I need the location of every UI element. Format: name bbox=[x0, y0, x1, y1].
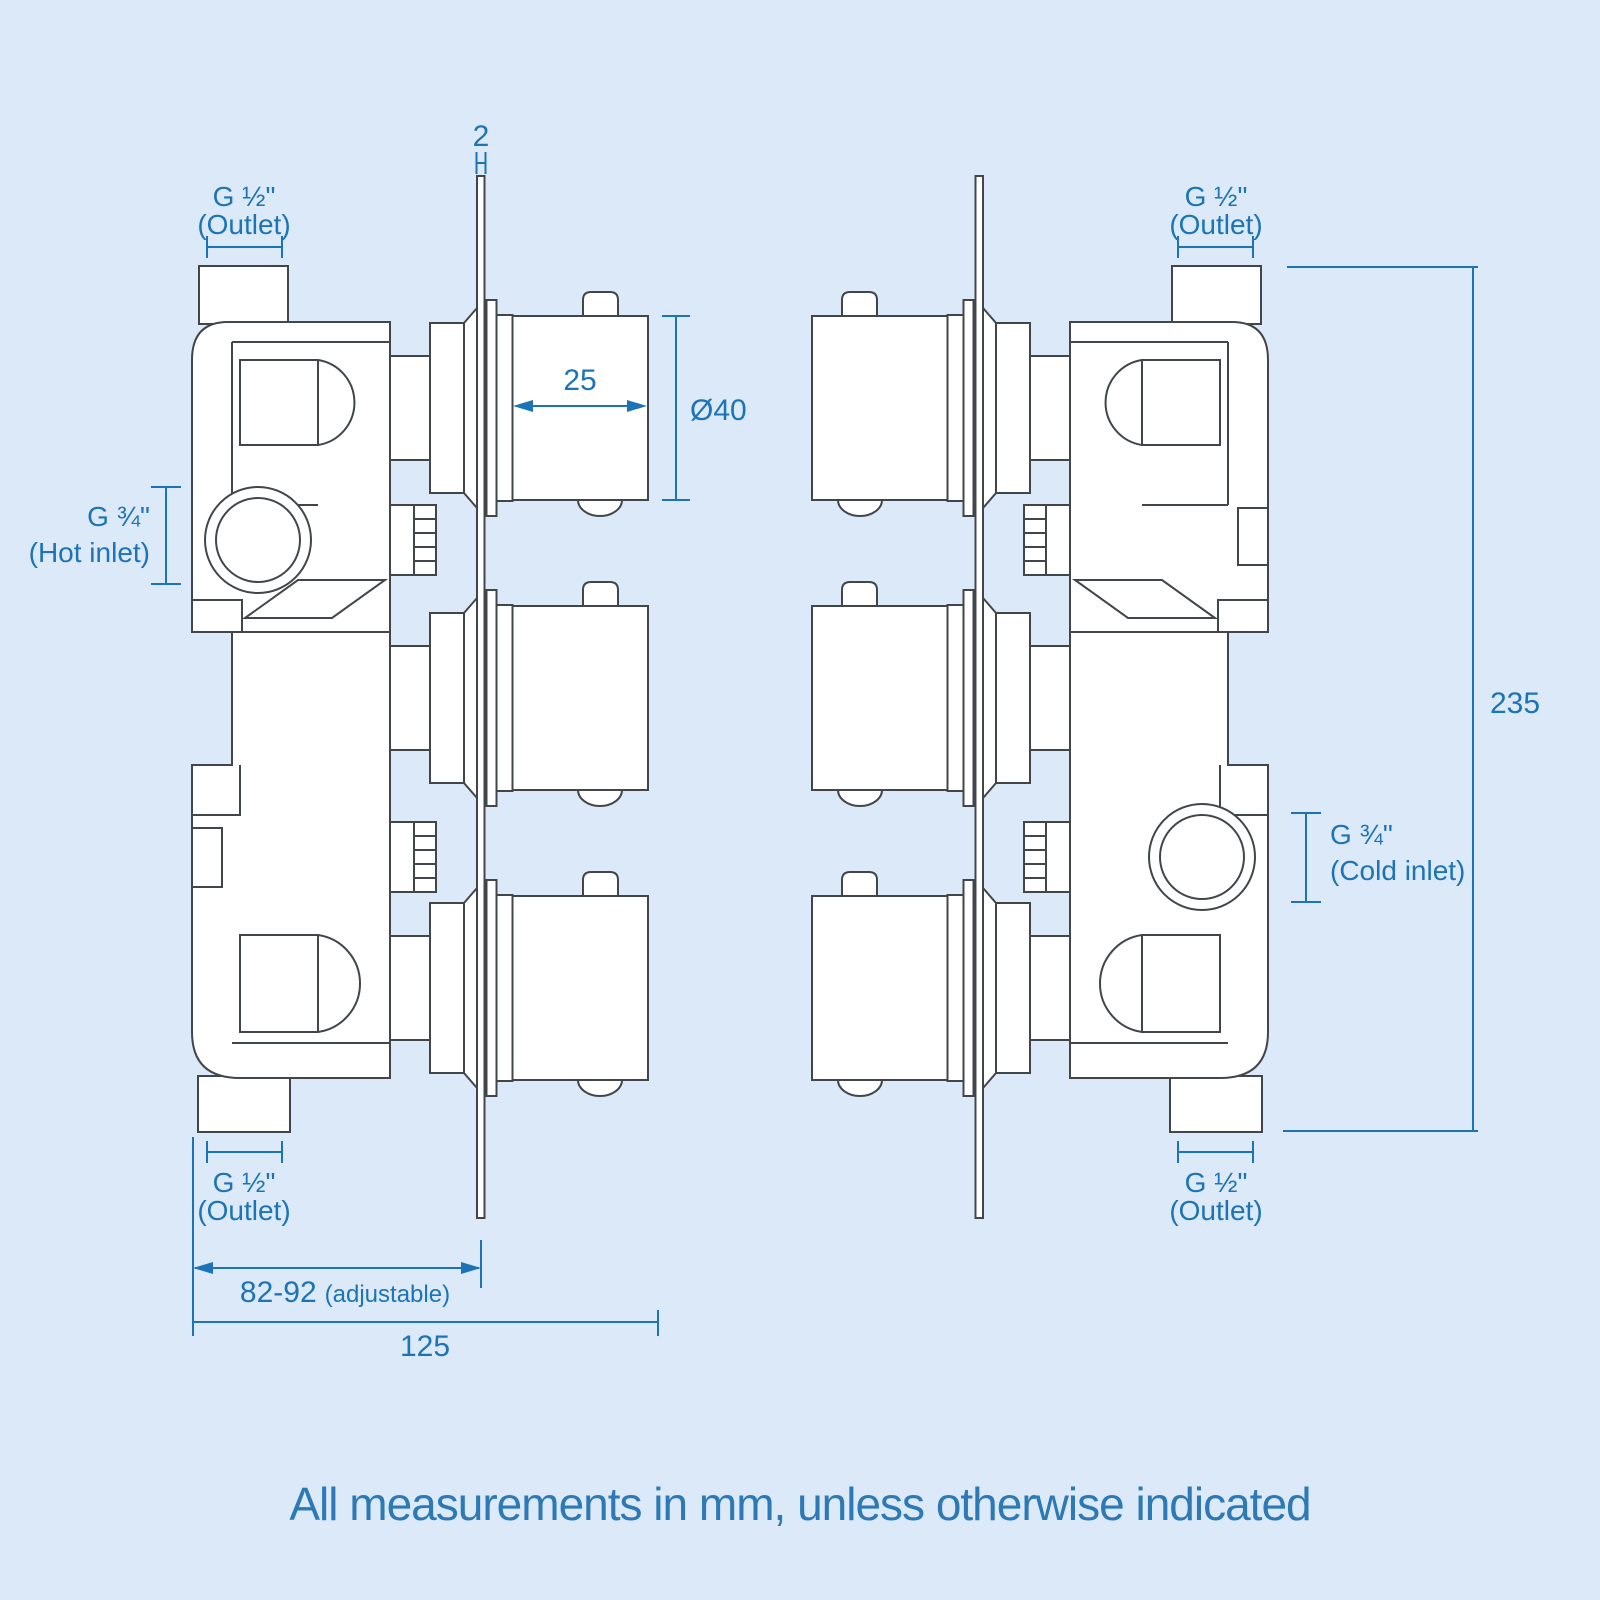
arrow-left-icon bbox=[513, 400, 533, 412]
dimension-cold-inlet: G ¾" (Cold inlet) bbox=[1291, 812, 1465, 903]
hot-inlet-dim-line bbox=[151, 486, 181, 585]
outlet-name-label: (Outlet) bbox=[1169, 1195, 1262, 1226]
cold-inlet-size-label: G ¾" bbox=[1330, 819, 1393, 850]
dimension-plate-thickness: 2 bbox=[473, 120, 490, 174]
overall-height-lines bbox=[1283, 266, 1478, 1132]
outlet-name-label: (Outlet) bbox=[1169, 209, 1262, 240]
overall-height-label: 235 bbox=[1490, 687, 1540, 720]
outlet-size-label: G ½" bbox=[1185, 1167, 1248, 1198]
dimension-wall-depth: 82-92 (adjustable) bbox=[192, 1137, 482, 1335]
outlet-dim-line bbox=[1177, 1141, 1254, 1163]
dimension-outlet-bottom-right: G ½" (Outlet) bbox=[1169, 1141, 1263, 1226]
hot-inlet-name-label: (Hot inlet) bbox=[29, 537, 150, 568]
dimension-knob-width: 25 bbox=[513, 364, 647, 412]
arrow-left-icon bbox=[193, 1262, 213, 1274]
outlet-dim-line bbox=[206, 1141, 283, 1163]
dimension-outlet-bottom-left: G ½" (Outlet) bbox=[197, 1141, 291, 1226]
knob-diameter-line bbox=[662, 315, 690, 501]
arrow-right-icon bbox=[461, 1262, 481, 1274]
cold-inlet-boss-inner bbox=[1159, 814, 1245, 900]
inlet-port-block bbox=[1237, 507, 1269, 566]
dimension-outlet-top-right: G ½" (Outlet) bbox=[1169, 181, 1263, 258]
wall-depth-value: 82-92 bbox=[240, 1276, 317, 1309]
plate-thickness-ticks bbox=[475, 152, 487, 174]
measurements-caption: All measurements in mm, unless otherwise… bbox=[289, 1478, 1310, 1530]
arrow-right-icon bbox=[627, 400, 647, 412]
dimension-overall-depth: 125 bbox=[192, 1310, 659, 1363]
knob-diameter-label: Ø40 bbox=[690, 394, 747, 427]
knob-width-label: 25 bbox=[563, 364, 596, 397]
outlet-size-label: G ½" bbox=[1185, 181, 1248, 212]
overall-depth-label: 125 bbox=[400, 1330, 450, 1363]
inlet-port-block bbox=[191, 827, 223, 888]
outlet-name-label: (Outlet) bbox=[197, 209, 290, 240]
cold-inlet-name-label: (Cold inlet) bbox=[1330, 855, 1465, 886]
outlet-name-label: (Outlet) bbox=[197, 1195, 290, 1226]
outlet-dim-line bbox=[1177, 236, 1254, 258]
dimension-overall-height: 235 bbox=[1283, 266, 1540, 1132]
wall-depth-lines bbox=[192, 1137, 482, 1335]
dimension-hot-inlet: G ¾" (Hot inlet) bbox=[29, 486, 181, 585]
outlet-size-label: G ½" bbox=[213, 1167, 276, 1198]
outlet-dim-line bbox=[206, 236, 283, 258]
dimension-outlet-top-left: G ½" (Outlet) bbox=[197, 181, 291, 258]
overall-depth-lines bbox=[192, 1310, 659, 1336]
outlet-size-label: G ½" bbox=[213, 181, 276, 212]
wall-depth-note: (adjustable) bbox=[325, 1281, 450, 1308]
wall-depth-label: 82-92 (adjustable) bbox=[240, 1276, 450, 1309]
hot-inlet-boss-inner bbox=[215, 497, 301, 583]
valve-side-view-left bbox=[191, 176, 648, 1218]
plate-thickness-label: 2 bbox=[473, 120, 490, 153]
hot-inlet-size-label: G ¾" bbox=[87, 501, 150, 532]
valve-side-view-right bbox=[812, 176, 1269, 1218]
cold-inlet-dim-line bbox=[1291, 812, 1321, 903]
dimension-knob-diameter: Ø40 bbox=[662, 315, 747, 501]
